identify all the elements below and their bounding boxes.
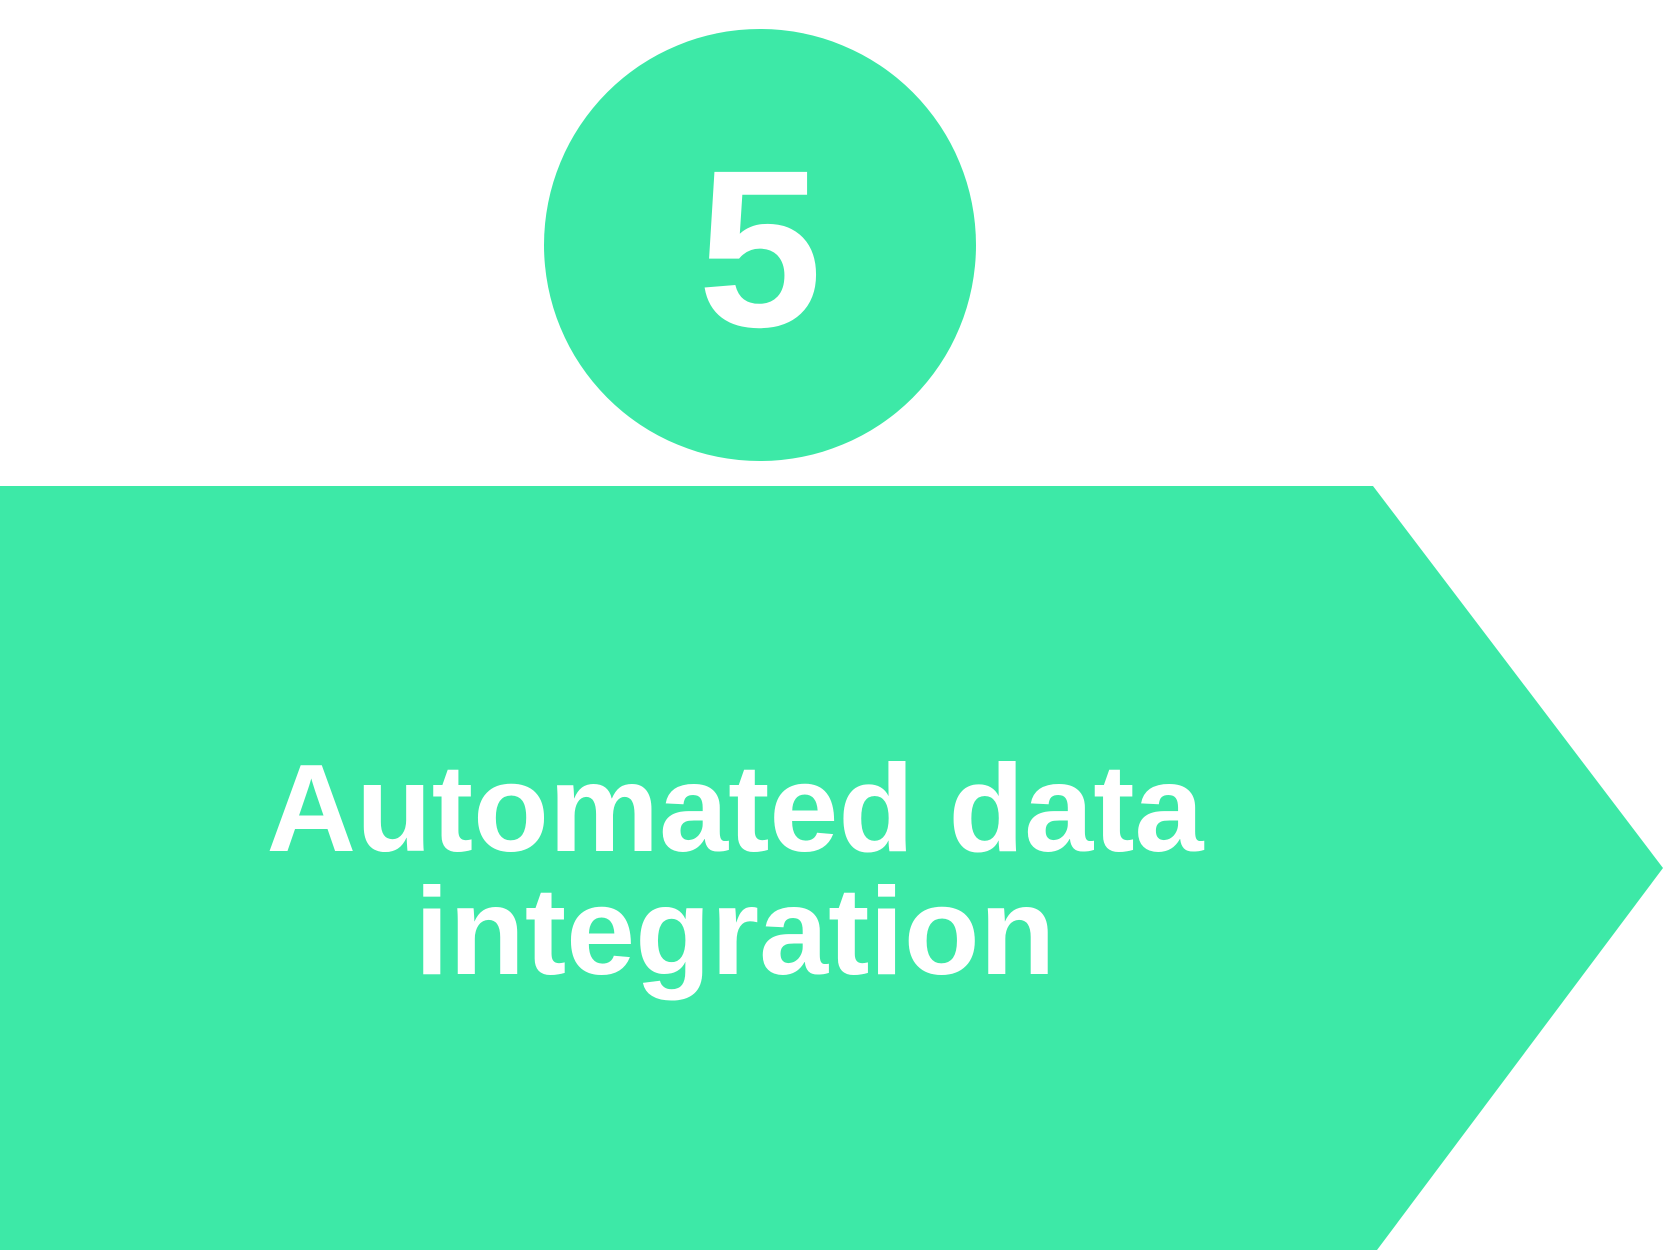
step-title: Automated data integration	[0, 740, 1470, 1001]
arrow-banner-shape	[0, 486, 1663, 1250]
step-title-line-2: integration	[414, 863, 1056, 1001]
step-title-line-1: Automated data	[266, 740, 1204, 878]
step-number: 5	[697, 124, 823, 374]
step-number-badge: 5	[544, 29, 976, 461]
